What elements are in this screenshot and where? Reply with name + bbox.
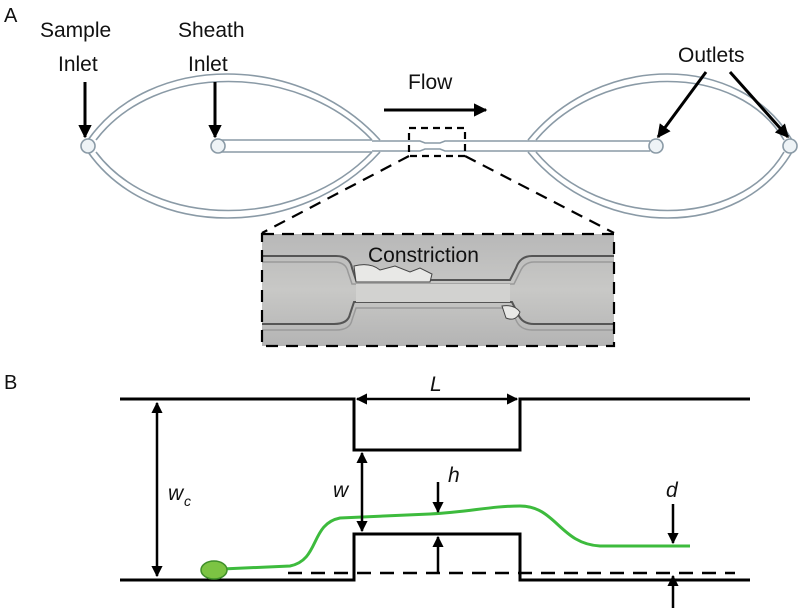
- sample-label-line2: Inlet: [58, 53, 98, 76]
- length-label: L: [430, 373, 442, 396]
- channel-width-subscript: c: [184, 493, 191, 509]
- zoom-box: [407, 126, 467, 158]
- outlet-loop: [527, 73, 793, 141]
- sample-label-line1: Sample: [40, 19, 111, 42]
- panel-a-letter: A: [4, 5, 18, 27]
- zoom-line-left: [261, 155, 410, 234]
- center-channel: [372, 140, 528, 152]
- zoom-line-right: [464, 155, 615, 234]
- panel-b-letter: B: [4, 372, 17, 394]
- outlets-label: Outlets: [678, 44, 745, 67]
- constriction-label: Constriction: [368, 244, 479, 267]
- microfluidic-device: [80, 73, 798, 219]
- top-channel-wall: [120, 397, 750, 452]
- cell-trajectory: [221, 504, 690, 571]
- height-label: h: [448, 464, 460, 487]
- bottom-channel-wall: [120, 532, 750, 582]
- constriction-width-label: w: [333, 479, 350, 502]
- sample-loop: [87, 73, 381, 141]
- outlet-arrow-right: [728, 71, 790, 139]
- channel-width-label: w: [168, 482, 185, 505]
- sheath-channel: [218, 139, 372, 153]
- sheath-label-line2: Inlet: [188, 53, 228, 76]
- offset-label: d: [666, 479, 679, 502]
- flow-label: Flow: [408, 71, 453, 94]
- constriction-micrograph: [260, 232, 616, 348]
- outlet-arrow-left: [656, 71, 708, 139]
- sheath-label-line1: Sheath: [178, 19, 245, 42]
- cell: [200, 560, 228, 580]
